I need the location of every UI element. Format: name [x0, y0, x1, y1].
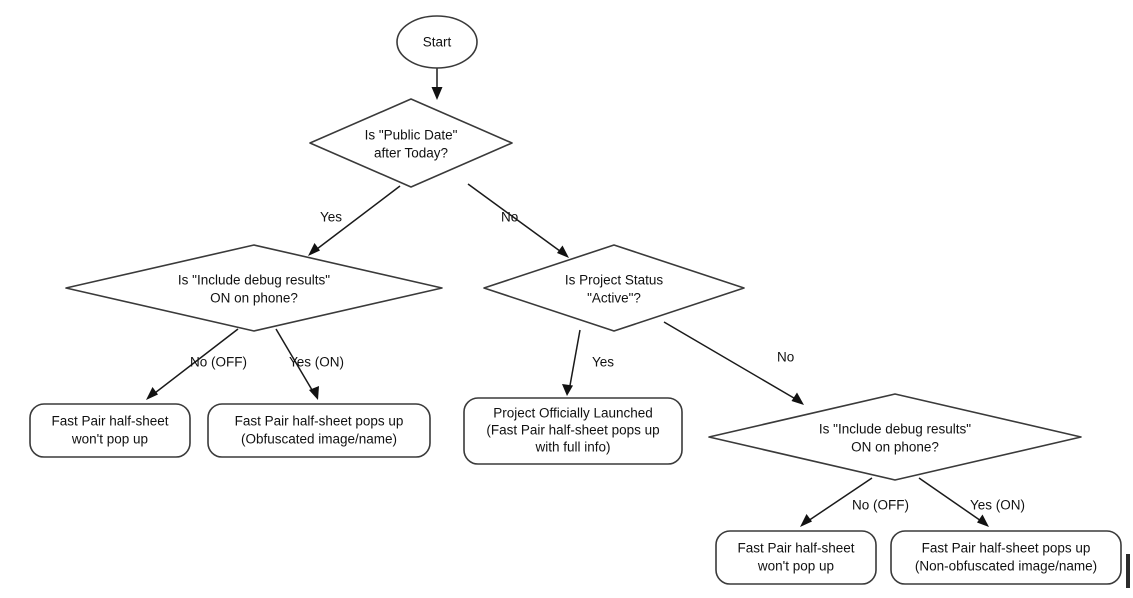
edge-label-public-date-no: No: [501, 210, 518, 225]
node-project-launched-line-2: with full info): [534, 440, 610, 455]
edge-debug-right-yes: Yes (ON): [918, 477, 1025, 527]
right-edge-mark: [1126, 554, 1130, 588]
edge-project-status-no: No: [663, 321, 804, 405]
edge-label-debug-left-yes: Yes (ON): [289, 355, 344, 370]
connector-layer: Yes No No (OFF) Yes (ON) Yes: [146, 68, 1025, 527]
node-right-yes-result[interactable]: Fast Pair half-sheet pops up (Non-obfusc…: [890, 530, 1122, 585]
edge-label-debug-right-no: No (OFF): [852, 498, 909, 513]
node-project-status-line-1: "Active"?: [587, 291, 641, 306]
node-debug-right-decision[interactable]: Is "Include debug results" ON on phone?: [708, 393, 1082, 481]
edge-label-project-status-no: No: [777, 350, 794, 365]
node-debug-right-line-0: Is "Include debug results": [819, 422, 971, 437]
node-public-date-decision[interactable]: Is "Public Date" after Today?: [309, 98, 513, 188]
node-debug-left-decision[interactable]: Is "Include debug results" ON on phone?: [65, 244, 443, 332]
node-right-yes-line-0: Fast Pair half-sheet pops up: [922, 541, 1091, 556]
edge-label-public-date-yes: Yes: [320, 210, 342, 225]
node-right-no-line-1: won't pop up: [757, 559, 834, 574]
edge-public-date-no: No: [467, 183, 569, 258]
node-project-status-line-0: Is Project Status: [565, 273, 664, 288]
node-debug-left-line-0: Is "Include debug results": [178, 273, 330, 288]
node-project-launched-line-1: (Fast Pair half-sheet pops up: [486, 423, 659, 438]
edge-start-to-public-date: [431, 68, 443, 100]
node-project-status-decision[interactable]: Is Project Status "Active"?: [483, 244, 745, 332]
node-start-line-0: Start: [423, 35, 452, 50]
node-public-date-line-0: Is "Public Date": [365, 128, 458, 143]
node-project-launched-line-0: Project Officially Launched: [493, 406, 653, 421]
node-debug-left-line-1: ON on phone?: [210, 291, 298, 306]
edge-debug-left-no: No (OFF): [146, 328, 247, 400]
edge-label-debug-left-no: No (OFF): [190, 355, 247, 370]
node-start[interactable]: Start: [396, 15, 478, 69]
node-right-no-result[interactable]: Fast Pair half-sheet won't pop up: [715, 530, 877, 585]
node-left-no-line-0: Fast Pair half-sheet: [51, 414, 168, 429]
node-left-yes-result[interactable]: Fast Pair half-sheet pops up (Obfuscated…: [207, 403, 431, 458]
edge-label-project-status-yes: Yes: [592, 355, 614, 370]
node-public-date-line-1: after Today?: [374, 146, 448, 161]
node-left-yes-line-0: Fast Pair half-sheet pops up: [235, 414, 404, 429]
edge-label-debug-right-yes: Yes (ON): [970, 498, 1025, 513]
node-right-no-line-0: Fast Pair half-sheet: [737, 541, 854, 556]
node-right-yes-line-1: (Non-obfuscated image/name): [915, 559, 1097, 574]
node-left-yes-line-1: (Obfuscated image/name): [241, 432, 397, 447]
node-left-no-line-1: won't pop up: [71, 432, 148, 447]
edge-debug-right-no: No (OFF): [800, 477, 909, 527]
node-left-no-result[interactable]: Fast Pair half-sheet won't pop up: [29, 403, 191, 458]
node-debug-right-line-1: ON on phone?: [851, 440, 939, 455]
edge-project-status-yes: Yes: [562, 329, 614, 396]
edge-debug-left-yes: Yes (ON): [275, 328, 344, 400]
node-project-launched-result[interactable]: Project Officially Launched (Fast Pair h…: [463, 397, 683, 465]
edge-public-date-yes: Yes: [308, 185, 401, 256]
